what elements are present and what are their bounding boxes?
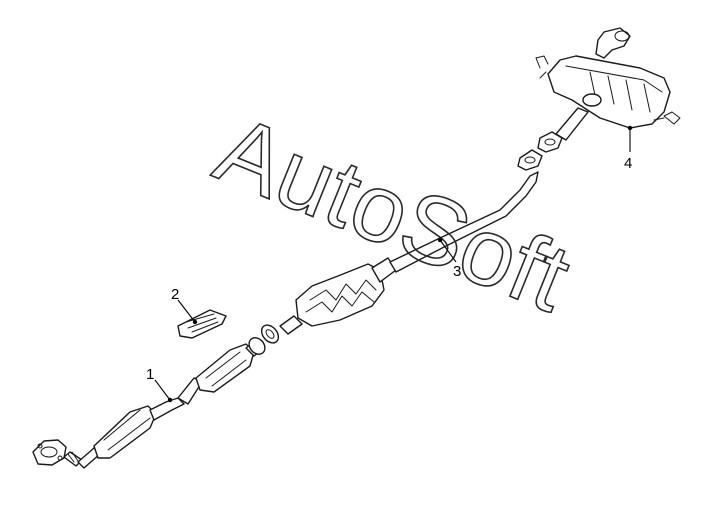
- callout-2: 2: [171, 286, 198, 325]
- callout-3-label: 3: [453, 263, 461, 280]
- gasket-pad: [177, 309, 227, 339]
- callout-2-label: 2: [171, 286, 179, 303]
- callout-1: 1: [146, 366, 173, 403]
- watermark-text: AutoSoft: [202, 95, 584, 332]
- rear-muffler: [535, 27, 681, 153]
- callout-4-label: 4: [624, 155, 632, 172]
- front-pipe: [32, 337, 266, 469]
- callout-4: 4: [624, 125, 632, 172]
- callout-1-label: 1: [146, 366, 154, 383]
- callout-3: 3: [437, 237, 461, 280]
- center-pipe: [260, 149, 543, 344]
